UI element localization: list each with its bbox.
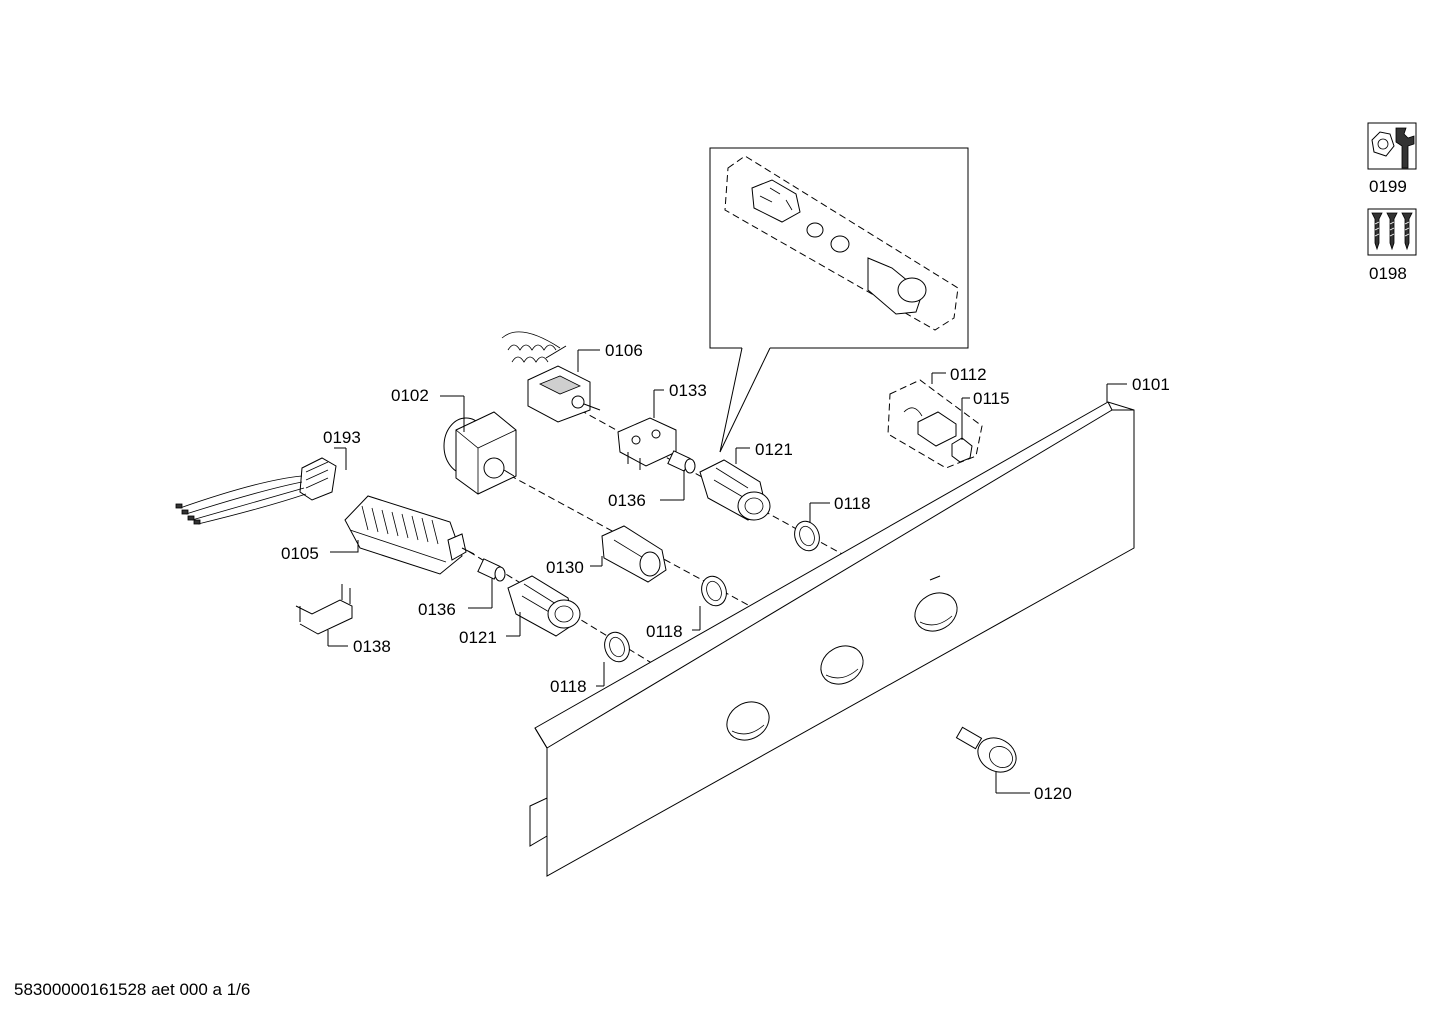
label-0136-lower: 0136 xyxy=(418,600,456,619)
label-0121-upper: 0121 xyxy=(755,440,793,459)
label-0105: 0105 xyxy=(281,544,319,563)
part-0130-holder xyxy=(601,525,667,583)
label-0102: 0102 xyxy=(391,386,429,405)
screws-icon xyxy=(1367,208,1417,256)
part-0105-selector xyxy=(344,495,475,575)
label-0106: 0106 xyxy=(605,341,643,360)
label-0193: 0193 xyxy=(323,428,361,447)
label-0198: 0198 xyxy=(1369,264,1407,283)
part-0118-rings xyxy=(604,520,820,663)
document-id: 58300000161528 aet 000 a 1/6 xyxy=(14,980,251,999)
part-0106-thermostat xyxy=(501,331,601,423)
label-0120: 0120 xyxy=(1034,784,1072,803)
label-0199: 0199 xyxy=(1369,177,1407,196)
label-0118-middle: 0118 xyxy=(646,622,683,641)
label-0112: 0112 xyxy=(950,365,987,384)
wrench-icon xyxy=(1367,122,1417,170)
label-0133: 0133 xyxy=(669,381,707,400)
part-0133-bracket xyxy=(617,417,677,470)
label-0121-lower: 0121 xyxy=(459,628,497,647)
label-0138: 0138 xyxy=(353,637,391,656)
part-0112-0115-board xyxy=(887,379,983,469)
part-0102-timer xyxy=(443,411,517,495)
label-0101: 0101 xyxy=(1132,375,1170,394)
part-0136-spindle-lower xyxy=(477,558,506,582)
label-0130: 0130 xyxy=(546,558,584,577)
label-0118-upper: 0118 xyxy=(834,494,871,513)
label-0136-upper: 0136 xyxy=(608,491,646,510)
leader-lines xyxy=(327,349,1127,794)
label-0115: 0115 xyxy=(973,389,1010,408)
part-0138-clip xyxy=(295,584,353,635)
label-0118-lower: 0118 xyxy=(550,677,587,696)
part-0121-holder-lower xyxy=(507,575,581,637)
part-0120-knob xyxy=(955,726,1017,773)
part-0136-spindle-upper xyxy=(667,450,696,474)
detail-callout xyxy=(709,147,969,453)
part-labels: 0101 0102 0106 0133 0193 0105 0136 0121 … xyxy=(281,177,1407,803)
part-0193-harness xyxy=(175,457,337,525)
control-panel xyxy=(529,401,1135,877)
part-0121-holder-upper xyxy=(699,459,771,521)
